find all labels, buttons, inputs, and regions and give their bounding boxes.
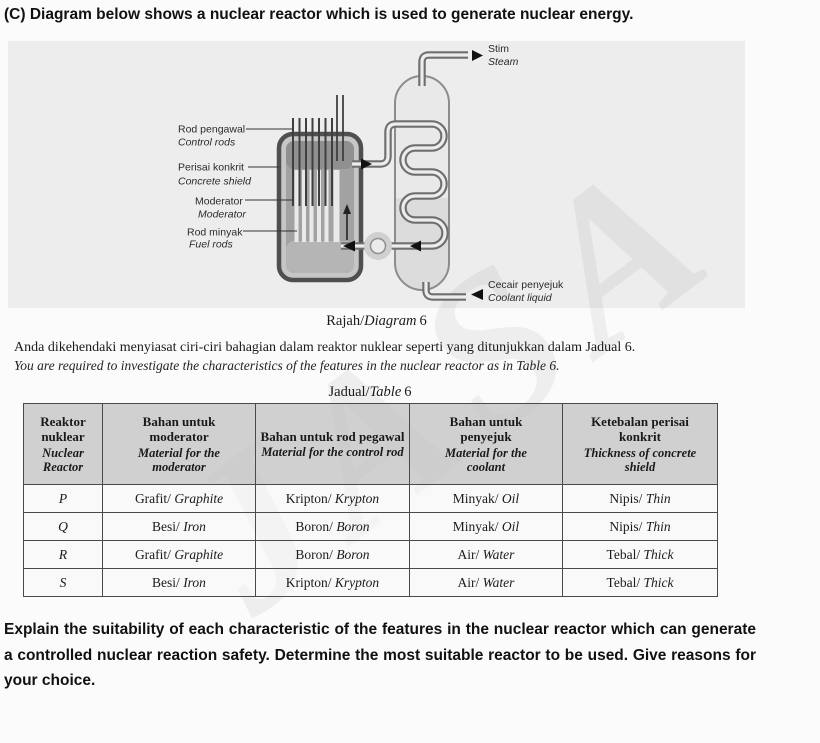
flow-up-arrow xyxy=(343,204,351,240)
cell-shield: Nipis/ Thin xyxy=(562,512,718,541)
coil-exit-arrow xyxy=(410,240,421,252)
cell-moderator: Besi/ Iron xyxy=(102,568,256,597)
label-moderator-en: Moderator xyxy=(198,209,246,221)
label-moderator-my: Moderator xyxy=(195,196,243,208)
cell-reactor: S xyxy=(23,568,103,597)
cell-reactor: Q xyxy=(23,512,103,541)
cell-reactor: P xyxy=(23,484,103,513)
header-shield-thickness: Ketebalan perisai konkrit Thickness of c… xyxy=(562,403,718,485)
reactor-table: Reaktor nuklear Nuclear Reactor Bahan un… xyxy=(23,403,718,597)
diagram-caption-my: Rajah/ xyxy=(326,313,365,329)
leader-lines xyxy=(243,128,297,232)
intro-text-malay: Anda dikehendaki menyiasat ciri-ciri bah… xyxy=(14,340,636,355)
cell-coolant: Minyak/ Oil xyxy=(409,484,563,513)
header-coolant: Bahan untuk penyejuk Material for the co… xyxy=(409,403,563,485)
label-concrete-shield-my: Perisai konkrit xyxy=(178,162,244,174)
vessel-inlet-arrow xyxy=(343,240,355,252)
table-caption-my: Jadual/ xyxy=(328,384,370,400)
cell-control: Kripton/ Krypton xyxy=(255,484,410,513)
table-row: P Grafit/ Graphite Kripton/ Krypton Miny… xyxy=(23,484,718,513)
steam-pipe xyxy=(418,51,468,86)
steam-arrow xyxy=(472,50,483,61)
cell-moderator: Grafit/ Graphite xyxy=(102,484,256,513)
cell-moderator: Besi/ Iron xyxy=(102,512,256,541)
cell-shield: Tebal/ Thick xyxy=(562,568,718,597)
coolant-pipe xyxy=(422,282,466,301)
cell-reactor: R xyxy=(23,540,103,569)
cell-control: Kripton/ Krypton xyxy=(255,568,410,597)
hot-flow-arrow xyxy=(361,158,372,170)
table-row: R Grafit/ Graphite Boron/ Boron Air/ Wat… xyxy=(23,540,718,569)
table-header-row: Reaktor nuklear Nuclear Reactor Bahan un… xyxy=(23,403,718,485)
diagram-caption-num: 6 xyxy=(419,313,427,329)
label-steam-en: Steam xyxy=(488,56,519,68)
diagram-panel xyxy=(8,41,745,308)
cell-control: Boron/ Boron xyxy=(255,512,410,541)
cell-control: Boron/ Boron xyxy=(255,540,410,569)
header-moderator: Bahan untuk moderator Material for the m… xyxy=(102,403,256,485)
label-control-rods-my: Rod pengawal xyxy=(178,124,245,136)
label-concrete-shield-en: Concrete shield xyxy=(178,176,252,188)
control-rods xyxy=(292,95,344,206)
cell-shield: Nipis/ Thin xyxy=(562,484,718,513)
intro-text-english: You are required to investigate the char… xyxy=(14,358,560,373)
question-text: Explain the suitability of each characte… xyxy=(4,621,756,689)
cell-coolant: Air/ Water xyxy=(409,568,563,597)
primary-loop-pipe xyxy=(341,120,449,250)
label-steam-my: Stim xyxy=(488,43,509,55)
table-caption-en: Table xyxy=(369,384,402,400)
pump xyxy=(364,232,392,260)
table-row: S Besi/ Iron Kripton/ Krypton Air/ Water… xyxy=(23,568,718,597)
header-nuclear-reactor: Reaktor nuklear Nuclear Reactor xyxy=(23,403,103,485)
cell-moderator: Grafit/ Graphite xyxy=(102,540,256,569)
label-coolant-en: Coolant liquid xyxy=(488,292,553,304)
coolant-arrow xyxy=(471,289,483,300)
diagram-caption-en: Diagram xyxy=(364,313,417,329)
page-title: (C) Diagram below shows a nuclear reacto… xyxy=(4,6,634,23)
header-control-rod: Bahan untuk rod pegawal Material for the… xyxy=(255,403,410,485)
table-row: Q Besi/ Iron Boron/ Boron Minyak/ Oil Ni… xyxy=(23,512,718,541)
cell-shield: Tebal/ Thick xyxy=(562,540,718,569)
reactor-vessel xyxy=(276,95,364,283)
reactor-diagram: Rod pengawal Control rods Perisai konkri… xyxy=(178,43,564,304)
cell-coolant: Air/ Water xyxy=(409,540,563,569)
cell-coolant: Minyak/ Oil xyxy=(409,512,563,541)
label-fuel-rods-en: Fuel rods xyxy=(189,239,234,251)
label-control-rods-en: Control rods xyxy=(178,137,236,149)
label-coolant-my: Cecair penyejuk xyxy=(488,279,564,291)
label-fuel-rods-my: Rod minyak xyxy=(187,227,243,239)
table-caption-num: 6 xyxy=(404,384,412,400)
